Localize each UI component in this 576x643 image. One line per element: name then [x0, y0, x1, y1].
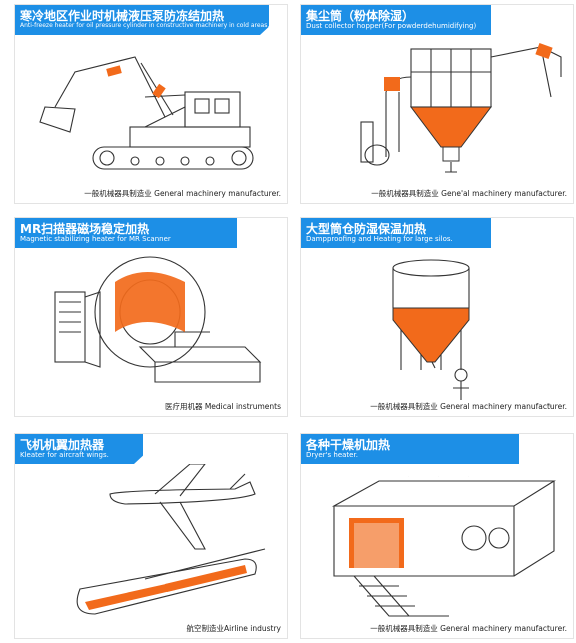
page-mark: ✎: [547, 402, 553, 410]
panel-header: 大型筒仓防湿保温加热 Dampproofing and Heating for …: [301, 218, 491, 248]
dust-collector-illustration: [360, 42, 562, 173]
dryer-illustration: [331, 476, 556, 617]
panel-subtitle: Anti-freeze heater for oil pressure cyli…: [20, 22, 270, 29]
panel-subtitle: Dampproofing and Heating for large silos…: [306, 235, 453, 243]
panel-subtitle: Kleater for aircraft wings.: [20, 451, 109, 459]
panel-footer: 一般机械器具制造业 General machinery manufacturer…: [84, 189, 281, 198]
panel-footer: 一般机械器具制造业 Gene'al machinery manufacturer…: [371, 189, 567, 198]
panel-subtitle: Dust collector hopper(For powderdehumidi…: [306, 22, 477, 30]
silo-illustration: [392, 259, 470, 400]
panel-header: 各种干燥机加热 Dryer's heater.: [301, 434, 519, 464]
panel-title: 寒冷地区作业时机械液压泵防冻结加热: [20, 9, 225, 23]
panel-header: MR扫描器磁场稳定加热 Magnetic stabilizing heater …: [15, 218, 237, 248]
panel-mr-scanner: MR扫描器磁场稳定加热 Magnetic stabilizing heater …: [14, 217, 288, 417]
mr-scanner-illustration: [54, 256, 262, 383]
panel-silo: 大型筒仓防湿保温加热 Dampproofing and Heating for …: [300, 217, 574, 417]
panel-header: 寒冷地区作业时机械液压泵防冻结加热 Anti-freeze heater for…: [15, 5, 269, 35]
panel-footer: 一般机械器具制造业 General machinery manufacturer…: [370, 402, 567, 411]
panel-title: MR扫描器磁场稳定加热: [20, 222, 150, 236]
aircraft-illustration: [76, 464, 266, 615]
panel-footer: 一般机械器具制造业 General machinery manufacturer…: [370, 624, 567, 633]
panel-title: 集尘筒（粉体除湿）: [306, 9, 415, 23]
excavator-illustration: [39, 56, 254, 170]
panel-title: 大型筒仓防湿保温加热: [306, 222, 427, 236]
panel-aircraft: 飞机机翼加热器 Kleater for aircraft wings. 航空制造…: [14, 433, 288, 639]
panel-title: 飞机机翼加热器: [20, 438, 105, 452]
panel-title: 各种干燥机加热: [306, 438, 391, 452]
panel-footer: 医疗用机器 Medical instruments: [164, 402, 281, 411]
panel-header: 飞机机翼加热器 Kleater for aircraft wings.: [15, 434, 143, 464]
panel-subtitle: Magnetic stabilizing heater for MR Scann…: [20, 235, 171, 243]
panel-dryer: 各种干燥机加热 Dryer's heater. 一般机械器具制造业 Genera…: [300, 433, 574, 639]
panel-subtitle: Dryer's heater.: [306, 451, 358, 459]
panel-excavator: 寒冷地区作业时机械液压泵防冻结加热 Anti-freeze heater for…: [14, 4, 288, 204]
panel-dust-collector: 集尘筒（粉体除湿） Dust collector hopper(For powd…: [300, 4, 574, 204]
panel-header: 集尘筒（粉体除湿） Dust collector hopper(For powd…: [301, 5, 491, 35]
panel-footer: 航空制造业Airline industry: [186, 624, 281, 633]
